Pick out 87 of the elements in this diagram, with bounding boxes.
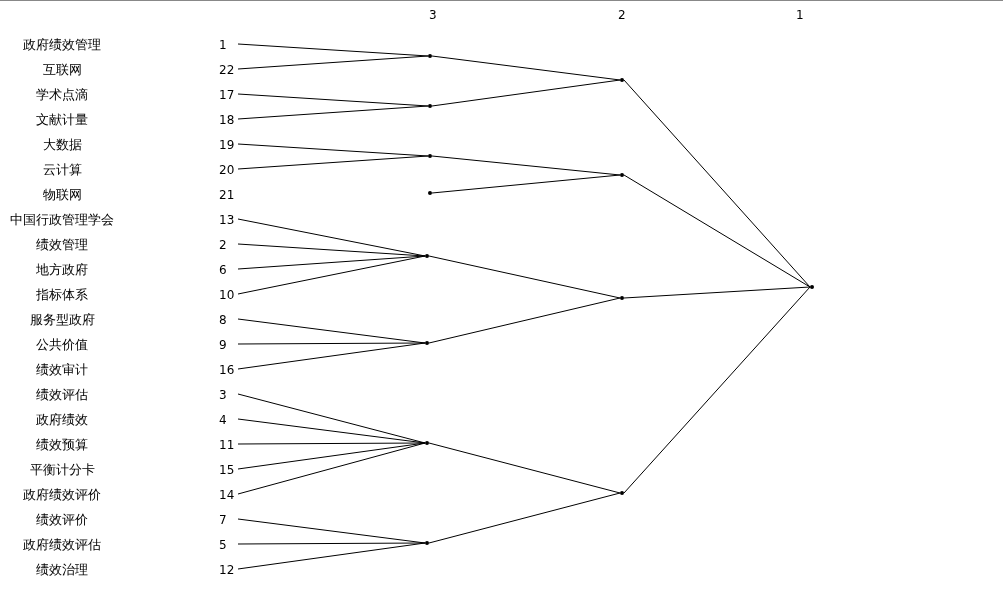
- term-label: 中国行政管理学会: [9, 211, 115, 229]
- branch-line: [428, 255, 621, 299]
- cluster-number: 5: [219, 537, 227, 554]
- junction-point: [428, 54, 432, 58]
- term-label: 平衡计分卡: [28, 461, 96, 479]
- junction-point: [810, 285, 814, 289]
- cluster-number: 15: [219, 462, 235, 479]
- cluster-number: 4: [219, 412, 227, 429]
- term-label: 政府绩效评价: [22, 486, 102, 504]
- branch-line: [237, 442, 426, 445]
- junction-point: [425, 254, 429, 258]
- junction-point: [425, 541, 429, 545]
- branch-line: [431, 174, 621, 194]
- branch-line: [237, 243, 426, 257]
- term-label: 公共价值: [35, 336, 89, 354]
- branch-line: [428, 442, 621, 494]
- junction-point: [425, 441, 429, 445]
- term-label: 绩效评价: [35, 511, 89, 529]
- branch-line: [237, 342, 426, 345]
- cluster-number: 9: [219, 337, 227, 354]
- branch-line: [428, 492, 621, 544]
- cluster-number: 18: [219, 112, 235, 129]
- cluster-number: 1: [219, 37, 227, 54]
- branch-line: [237, 255, 426, 270]
- term-label: 政府绩效管理: [22, 36, 102, 54]
- branch-line: [431, 55, 621, 81]
- branch-line: [428, 297, 621, 344]
- term-label: 互联网: [41, 61, 83, 79]
- cluster-number: 22: [219, 62, 235, 79]
- junction-point: [620, 173, 624, 177]
- branch-line: [237, 255, 426, 295]
- branch-line: [237, 155, 429, 170]
- term-label: 绩效审计: [35, 361, 89, 379]
- cluster-number: 7: [219, 512, 227, 529]
- branch-line: [237, 442, 426, 495]
- branch-line: [431, 155, 621, 176]
- term-label: 大数据: [41, 136, 83, 154]
- term-label: 绩效治理: [35, 561, 89, 579]
- level-label: 1: [796, 7, 804, 23]
- junction-point: [620, 78, 624, 82]
- level-label: 2: [618, 7, 626, 23]
- cluster-number: 12: [219, 562, 235, 579]
- cluster-number: 10: [219, 287, 235, 304]
- term-label: 物联网: [41, 186, 83, 204]
- branch-line: [237, 55, 429, 70]
- term-label: 服务型政府: [28, 311, 96, 329]
- junction-point: [428, 191, 432, 195]
- junction-point: [428, 104, 432, 108]
- term-label: 绩效评估: [35, 386, 89, 404]
- branch-line: [237, 542, 426, 545]
- junction-point: [425, 341, 429, 345]
- term-label: 地方政府: [35, 261, 89, 279]
- term-label: 绩效管理: [35, 236, 89, 254]
- branch-line: [623, 79, 811, 288]
- term-label: 学术点滴: [35, 86, 89, 104]
- cluster-number: 2: [219, 237, 227, 254]
- junction-point: [620, 296, 624, 300]
- term-label: 政府绩效: [35, 411, 89, 429]
- branch-line: [623, 286, 811, 494]
- cluster-number: 17: [219, 87, 235, 104]
- cluster-number: 14: [219, 487, 235, 504]
- junction-point: [620, 491, 624, 495]
- term-label: 云计算: [41, 161, 83, 179]
- junction-point: [428, 154, 432, 158]
- cluster-number: 8: [219, 312, 227, 329]
- term-label: 绩效预算: [35, 436, 89, 454]
- cluster-number: 19: [219, 137, 235, 154]
- term-label: 指标体系: [35, 286, 89, 304]
- branch-line: [237, 542, 426, 570]
- level-label: 3: [429, 7, 437, 23]
- cluster-number: 6: [219, 262, 227, 279]
- term-label: 政府绩效评估: [22, 536, 102, 554]
- branch-line: [237, 143, 429, 157]
- cluster-number: 16: [219, 362, 235, 379]
- cluster-number: 20: [219, 162, 235, 179]
- cluster-number: 21: [219, 187, 235, 204]
- branch-line: [431, 79, 621, 107]
- branch-line: [623, 174, 811, 288]
- cluster-number: 11: [219, 437, 235, 454]
- term-label: 文献计量: [35, 111, 89, 129]
- branch-line: [237, 93, 429, 107]
- branch-line: [237, 105, 429, 120]
- branch-line: [237, 43, 429, 57]
- cluster-number: 3: [219, 387, 227, 404]
- branch-line: [237, 342, 426, 370]
- branch-line: [623, 286, 811, 299]
- cluster-number: 13: [219, 212, 235, 229]
